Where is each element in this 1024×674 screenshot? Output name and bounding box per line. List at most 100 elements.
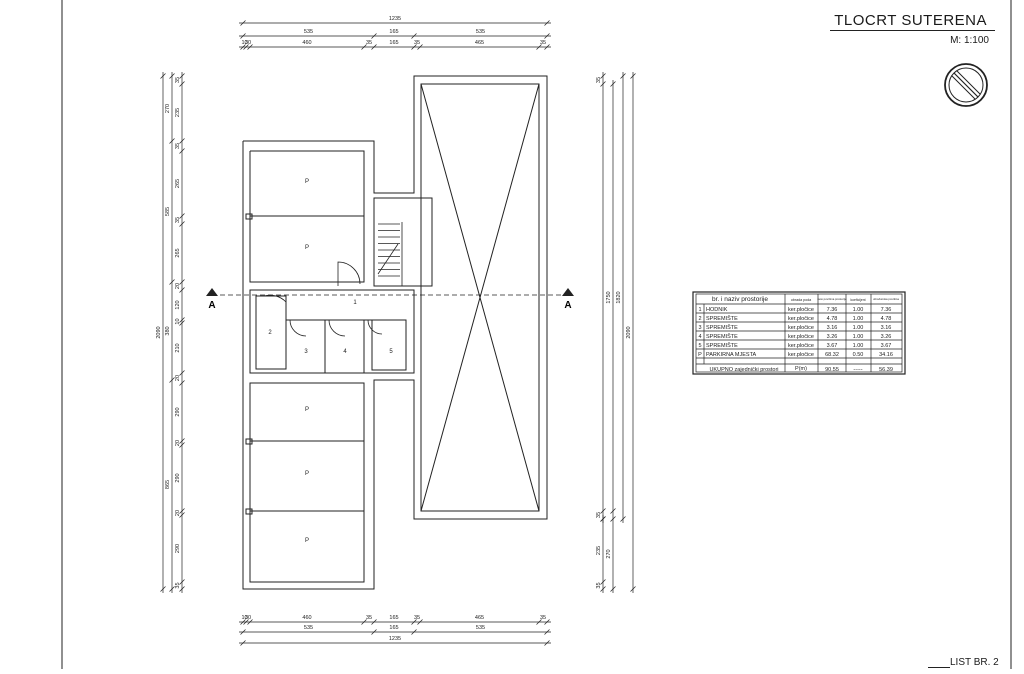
dimension-tick bbox=[610, 508, 616, 514]
table-header-coef: koeficijent bbox=[850, 298, 865, 302]
dimension-tick bbox=[610, 516, 616, 522]
dimension-label: 290 bbox=[175, 407, 181, 416]
dimension-tick bbox=[169, 138, 175, 144]
dimension-tick bbox=[411, 33, 417, 39]
dimension-tick bbox=[179, 442, 185, 448]
dimension-tick bbox=[600, 81, 606, 87]
dimension-tick bbox=[240, 20, 246, 26]
table-header-net-area: neto površina prostorije bbox=[817, 297, 847, 301]
dimension-tick bbox=[240, 619, 246, 625]
table-cell-number: 3 bbox=[698, 325, 701, 331]
table-cell-net-area: 3.26 bbox=[827, 334, 838, 340]
table-total-net-area: 90.55 bbox=[825, 367, 839, 373]
dimension-tick bbox=[600, 73, 606, 79]
dimension-label: 35 bbox=[366, 615, 372, 621]
table-header-room: br. i naziv prostorije bbox=[712, 296, 768, 303]
table-cell-floor-finish: ker.pločice bbox=[788, 307, 814, 313]
table-cell-calc-area: 34.16 bbox=[879, 352, 893, 358]
dimension-tick bbox=[371, 619, 377, 625]
table-cell-floor-finish: ker.pločice bbox=[788, 343, 814, 349]
dimension-tick bbox=[179, 438, 185, 444]
dimension-tick bbox=[169, 377, 175, 383]
dimension-tick bbox=[179, 81, 185, 87]
dimension-tick bbox=[417, 44, 423, 50]
dimension-tick bbox=[243, 619, 249, 625]
dimension-label: 35 bbox=[596, 582, 602, 588]
table-cell-floor-finish: ker.pločice bbox=[788, 316, 814, 322]
dimension-lines bbox=[160, 20, 636, 646]
dimension-label: 265 bbox=[175, 248, 181, 257]
dimension-tick bbox=[544, 44, 550, 50]
dimension-tick bbox=[243, 44, 249, 50]
table-total-label: UKUPNO zajednički prostori bbox=[709, 367, 778, 373]
dimension-tick bbox=[179, 579, 185, 585]
stair-cut-line bbox=[377, 243, 399, 275]
dimension-tick bbox=[610, 586, 616, 592]
dimension-label: 865 bbox=[165, 480, 171, 489]
dimension-label: 270 bbox=[165, 104, 171, 113]
dimension-label: 535 bbox=[476, 29, 485, 35]
dimension-label: 460 bbox=[302, 615, 311, 621]
table-cell-room-name: SPREMIŠTE bbox=[706, 324, 738, 331]
room-labels: P P P P P 1 2 3 4 5 bbox=[268, 179, 393, 544]
dimension-label: 165 bbox=[389, 625, 398, 631]
dimension-label: 35 bbox=[596, 77, 602, 83]
dimension-tick bbox=[169, 586, 175, 592]
table-cell-floor-finish: ker.pločice bbox=[788, 352, 814, 358]
dimension-tick bbox=[600, 516, 606, 522]
dimension-tick bbox=[544, 33, 550, 39]
dimension-label: 465 bbox=[475, 40, 484, 46]
dimension-tick bbox=[371, 33, 377, 39]
sheet-number-line bbox=[928, 667, 950, 668]
dimension-label: 30 bbox=[245, 615, 251, 621]
dimension-label: 2090 bbox=[156, 326, 162, 338]
room-label-5: 5 bbox=[389, 349, 393, 355]
room-label-p1: P bbox=[305, 179, 309, 185]
dimension-label: 165 bbox=[389, 40, 398, 46]
dimension-tick bbox=[371, 629, 377, 635]
dimension-label: 1235 bbox=[389, 636, 401, 642]
table-cell-number: 5 bbox=[698, 343, 701, 349]
dimension-tick bbox=[361, 44, 367, 50]
table-total-calc-area: 56.39 bbox=[879, 367, 893, 373]
dimension-tick bbox=[600, 586, 606, 592]
dimension-label: 20 bbox=[175, 375, 181, 381]
area-table bbox=[692, 291, 906, 375]
dimension-label: 120 bbox=[175, 300, 181, 309]
dimension-tick bbox=[179, 317, 185, 323]
room-label-p4: P bbox=[305, 471, 309, 477]
building-walls bbox=[242, 75, 548, 590]
dimension-label: 380 bbox=[165, 326, 171, 335]
table-cell-room-name: SPREMIŠTE bbox=[706, 333, 738, 340]
dimension-label: 535 bbox=[304, 29, 313, 35]
table-cell-calc-area: 7.36 bbox=[881, 307, 892, 313]
dimension-tick bbox=[600, 508, 606, 514]
dimension-tick bbox=[179, 586, 185, 592]
dimension-label: 1750 bbox=[606, 291, 612, 303]
dimension-tick bbox=[411, 629, 417, 635]
dimension-tick bbox=[247, 44, 253, 50]
staircase bbox=[377, 222, 403, 286]
room-label-2: 2 bbox=[268, 330, 272, 336]
dimension-label: 20 bbox=[175, 440, 181, 446]
dimension-tick bbox=[417, 619, 423, 625]
room-label-3: 3 bbox=[304, 349, 308, 355]
table-cell-net-area: 4.78 bbox=[827, 316, 838, 322]
drawing-title: TLOCRT SUTERENA bbox=[834, 12, 987, 29]
dimension-tick bbox=[536, 44, 542, 50]
room-label-4: 4 bbox=[343, 349, 347, 355]
dimension-label: 265 bbox=[175, 179, 181, 188]
table-cell-coefficient: 1.00 bbox=[853, 325, 864, 331]
table-cell-net-area: 7.36 bbox=[827, 307, 838, 313]
table-total-coefficient: ----- bbox=[853, 367, 862, 373]
dimension-label: 165 bbox=[389, 615, 398, 621]
dimension-tick bbox=[179, 508, 185, 514]
dimension-tick bbox=[169, 279, 175, 285]
table-header-calc-area: obračunska površina bbox=[873, 297, 899, 301]
dimension-label: 10 bbox=[175, 318, 181, 324]
table-cell-floor-finish: ker.pločice bbox=[788, 325, 814, 331]
dimension-tick bbox=[544, 640, 550, 646]
table-cell-room-name: SPREMIŠTE bbox=[706, 315, 738, 322]
